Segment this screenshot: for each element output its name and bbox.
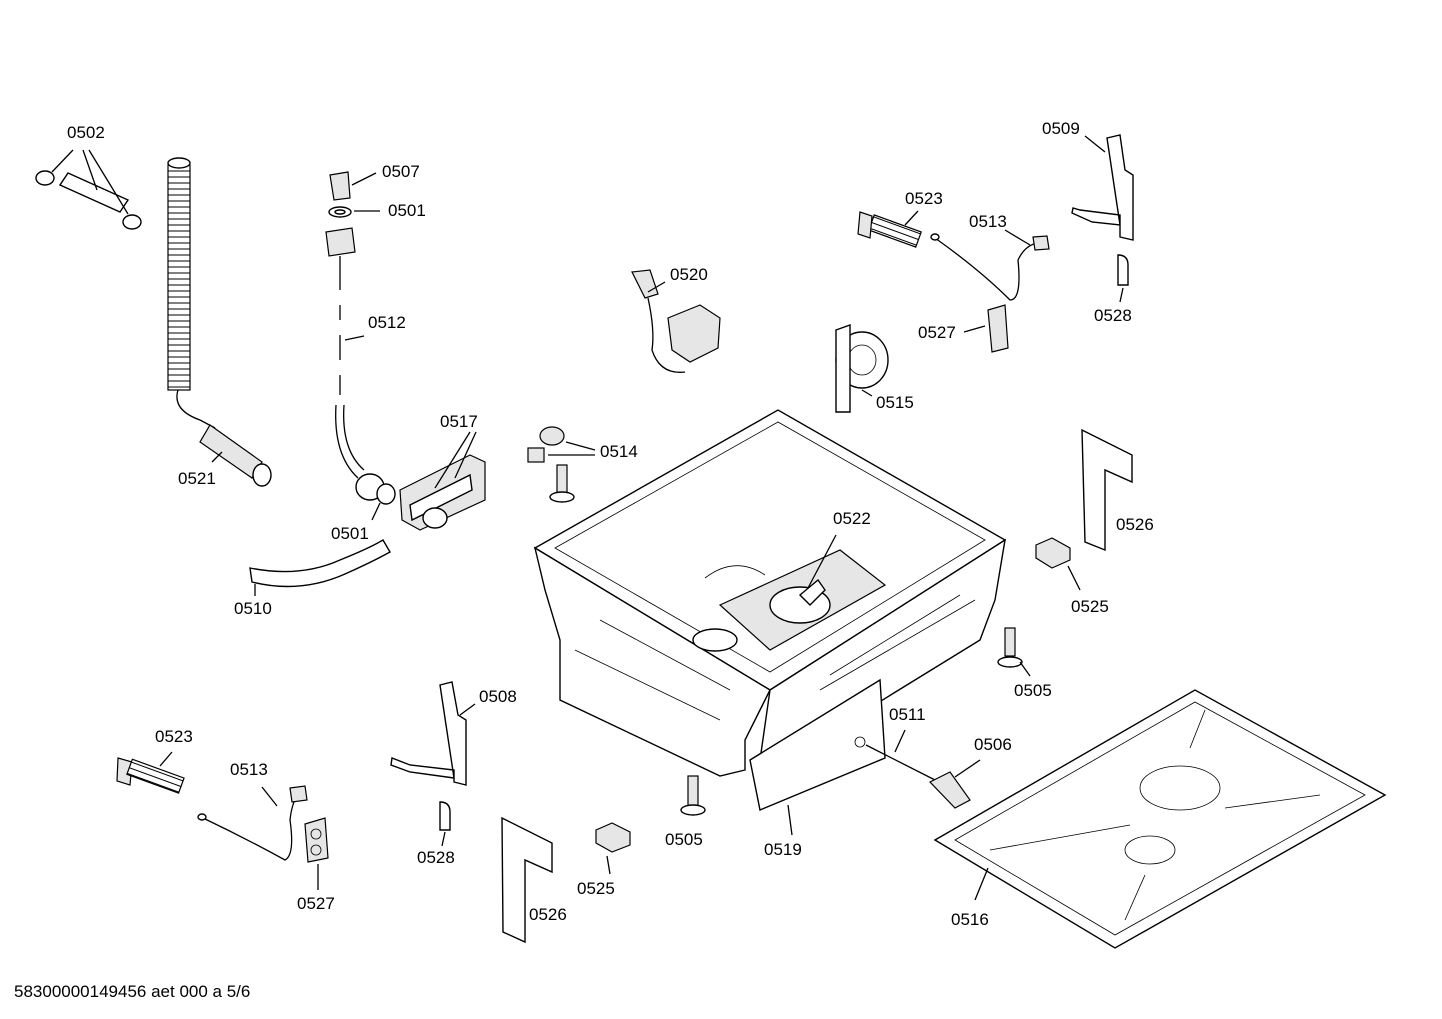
label-0507: 0507 xyxy=(382,162,420,181)
label-0525-right: 0525 xyxy=(1071,597,1109,616)
part-0528-clip-bottom xyxy=(439,801,451,847)
part-0509-bracket-top xyxy=(1071,134,1134,241)
part-0501-washer-bottom xyxy=(355,473,396,521)
label-0513-top: 0513 xyxy=(969,212,1007,231)
label-0523-top: 0523 xyxy=(905,189,943,208)
part-0508-bracket-bottom xyxy=(390,681,476,786)
label-0527-bottom: 0527 xyxy=(297,894,335,913)
label-0516: 0516 xyxy=(951,910,989,929)
part-0521-drain-hose xyxy=(167,157,272,487)
label-0508: 0508 xyxy=(479,687,517,706)
label-0501-top: 0501 xyxy=(388,201,426,220)
part-0527-clip-top xyxy=(963,304,1009,353)
label-0509: 0509 xyxy=(1042,119,1080,138)
label-0522: 0522 xyxy=(833,509,871,528)
part-0502-hose-clamps xyxy=(35,149,142,230)
part-0517-aquastop-valve xyxy=(399,431,486,531)
part-0505-screw-top xyxy=(549,464,575,503)
label-0526-bottom: 0526 xyxy=(529,905,567,924)
part-0511-axle xyxy=(865,729,936,781)
part-0525-pad-right xyxy=(1035,537,1081,591)
drawing-reference-footer: 58300000149456 aet 000 a 5/6 xyxy=(14,982,250,1001)
part-0506-foot xyxy=(929,759,981,809)
label-0515: 0515 xyxy=(876,393,914,412)
part-0513-sensor-cable-bottom xyxy=(197,785,308,861)
label-0526-right: 0526 xyxy=(1116,515,1154,534)
part-0516-base-plate xyxy=(933,689,1387,949)
label-0506: 0506 xyxy=(974,735,1012,754)
label-0502: 0502 xyxy=(67,123,105,142)
part-0510-short-hose xyxy=(249,539,391,596)
part-0505-screw-right xyxy=(997,627,1031,677)
part-0527-clip-bottom xyxy=(304,817,329,890)
part-0512-inlet-hose xyxy=(325,227,365,479)
label-0528-bottom: 0528 xyxy=(417,848,455,867)
label-0519: 0519 xyxy=(764,840,802,859)
part-0507-filter-cap xyxy=(329,171,377,201)
part-0523-spring-top xyxy=(857,210,922,248)
part-0505-screw-bottom xyxy=(680,775,706,816)
part-0526-plate-bottom xyxy=(501,816,553,944)
label-0520: 0520 xyxy=(670,265,708,284)
part-0520-wiring-harness xyxy=(631,269,721,373)
label-0527-top: 0527 xyxy=(918,323,956,342)
part-0526-plate-right xyxy=(1081,428,1133,552)
part-0519-kickplate xyxy=(749,678,886,836)
part-0525-pad-bottom xyxy=(595,822,631,875)
label-0528-top: 0528 xyxy=(1094,306,1132,325)
label-0505-right: 0505 xyxy=(1014,681,1052,700)
label-0513-bottom: 0513 xyxy=(230,760,268,779)
part-0501-washer-top xyxy=(328,206,380,218)
label-0523-bottom: 0523 xyxy=(155,727,193,746)
label-0514: 0514 xyxy=(600,442,638,461)
part-0523-spring-bottom xyxy=(116,751,185,794)
label-0505-bottom: 0505 xyxy=(665,830,703,849)
label-0510: 0510 xyxy=(234,599,272,618)
part-base-tub xyxy=(533,409,1007,777)
part-0515-pump xyxy=(835,324,889,413)
label-0521: 0521 xyxy=(178,469,216,488)
label-0501-bottom: 0501 xyxy=(331,524,369,543)
label-0525-bottom: 0525 xyxy=(577,879,615,898)
part-0513-sensor-cable-top xyxy=(930,229,1050,301)
label-0517: 0517 xyxy=(440,412,478,431)
part-0528-clip-top xyxy=(1117,254,1129,303)
part-0514-gear-set xyxy=(527,426,596,463)
label-0512: 0512 xyxy=(368,313,406,332)
label-0511: 0511 xyxy=(889,705,926,724)
